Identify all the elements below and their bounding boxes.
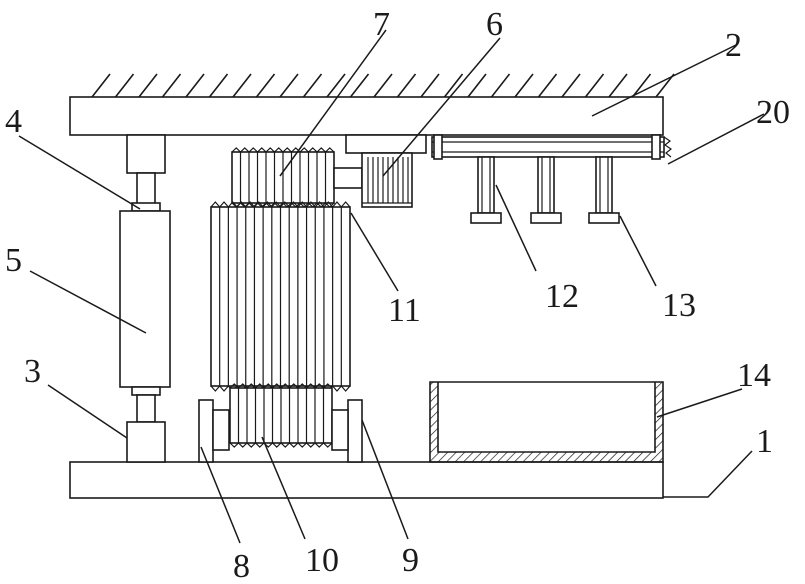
leader-12 — [496, 185, 536, 271]
lower-brush-roller — [230, 384, 332, 447]
leader-2 — [592, 44, 738, 116]
hatch-stroke — [210, 74, 228, 97]
pipe-end-cap — [434, 135, 442, 159]
label-5: 5 — [5, 242, 22, 279]
motor-bracket — [346, 135, 426, 153]
hatch-stroke — [163, 74, 181, 97]
hatch-stroke — [92, 74, 110, 97]
hatch-stroke — [421, 74, 439, 97]
hatch-stroke — [539, 74, 557, 97]
main-brush-roller — [211, 202, 350, 391]
lifting-column — [120, 135, 170, 462]
nozzle-stem — [596, 157, 612, 213]
label-3: 3 — [24, 353, 41, 390]
spray-pipe — [432, 135, 671, 159]
hatch-stroke — [515, 74, 533, 97]
hatch-stroke — [116, 74, 134, 97]
pipe-flange — [652, 135, 660, 159]
right-bearing-support — [332, 400, 362, 462]
collection-tray — [430, 382, 663, 462]
label-6: 6 — [486, 6, 503, 43]
hatch-stroke — [586, 74, 604, 97]
label-13: 13 — [662, 287, 696, 324]
hatch-stroke — [233, 74, 251, 97]
label-14: 14 — [737, 357, 771, 394]
label-2: 2 — [725, 27, 742, 64]
nozzle-array — [471, 157, 619, 223]
leader-1 — [663, 451, 752, 497]
upper-rod — [137, 173, 155, 205]
upper-mount-block — [127, 135, 165, 173]
hatch-stroke — [139, 74, 157, 97]
tray-wall — [430, 382, 663, 462]
nozzle-head — [471, 213, 501, 223]
lower-rod — [137, 395, 155, 422]
leader-11 — [351, 213, 398, 291]
hatch-stroke — [398, 74, 416, 97]
pipe-break-mark — [664, 137, 671, 157]
label-1: 1 — [756, 423, 773, 460]
motor-shaft — [334, 168, 362, 188]
hatch-stroke — [468, 74, 486, 97]
upper-brush-roller — [232, 148, 334, 207]
hatch-stroke — [280, 74, 298, 97]
label-11: 11 — [388, 292, 421, 329]
hatch-stroke — [327, 74, 345, 97]
pipe-outer — [432, 137, 664, 157]
base-plate — [70, 462, 663, 498]
nozzle-head — [531, 213, 561, 223]
label-12: 12 — [545, 278, 579, 315]
nozzle-stem — [538, 157, 554, 213]
nozzle-head — [589, 213, 619, 223]
motor — [334, 135, 426, 207]
leader-13 — [620, 216, 656, 286]
lower-mount-block — [127, 422, 165, 462]
lower-collar — [132, 387, 160, 395]
leader-20 — [668, 114, 764, 164]
top-plate — [70, 97, 663, 135]
hatch-stroke — [609, 74, 627, 97]
hatch-stroke — [633, 74, 651, 97]
leader-3 — [48, 385, 127, 438]
label-4: 4 — [5, 103, 22, 140]
motor-housing — [362, 153, 412, 207]
cylinder-body — [120, 211, 170, 387]
hatch-stroke — [374, 74, 392, 97]
leader-4 — [19, 136, 140, 209]
hatch-stroke — [351, 74, 369, 97]
hatch-stroke — [562, 74, 580, 97]
hatch-stroke — [304, 74, 322, 97]
label-7: 7 — [373, 6, 390, 43]
hatch-stroke — [492, 74, 510, 97]
label-8: 8 — [233, 548, 250, 584]
ceiling-hatching — [92, 74, 674, 97]
label-9: 9 — [402, 542, 419, 579]
nozzle-stem — [478, 157, 494, 213]
label-10: 10 — [305, 542, 339, 579]
hatch-stroke — [257, 74, 275, 97]
leader-14 — [657, 389, 742, 417]
hatch-stroke — [186, 74, 204, 97]
label-20: 20 — [756, 94, 790, 131]
